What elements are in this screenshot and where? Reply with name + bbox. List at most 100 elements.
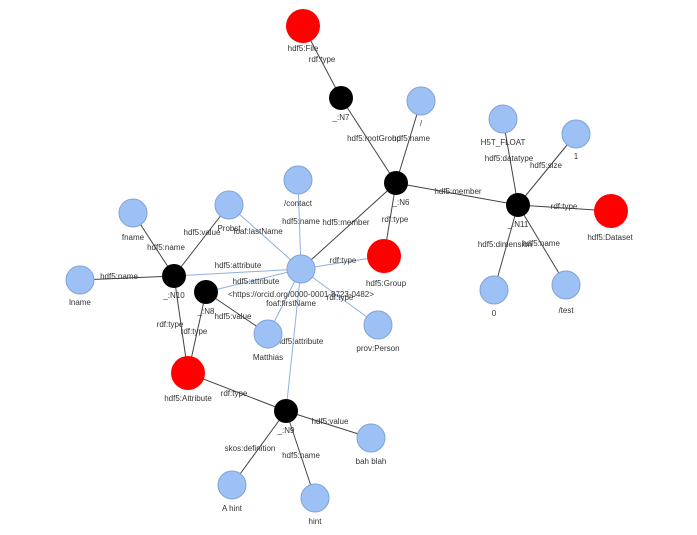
edge-label-orcid-to-provperson: rdf:type xyxy=(327,293,354,302)
edge-orcid-to-n9 xyxy=(285,268,302,412)
node-circle-h5t[interactable] xyxy=(488,104,518,134)
edge-n9-to-bahblah xyxy=(285,410,372,439)
node-label-one: 1 xyxy=(574,152,579,161)
edge-n11-to-zero xyxy=(493,204,519,291)
node-circle-n6[interactable] xyxy=(384,171,408,195)
node-circle-n8[interactable] xyxy=(194,280,218,304)
node-hdf5attribute[interactable]: hdf5:Attribute xyxy=(164,356,212,403)
node-label-n10: _:N10 xyxy=(162,291,185,300)
node-circle-fname[interactable] xyxy=(118,198,148,228)
node-label-n6: _:N6 xyxy=(392,198,410,207)
edge-label-n11-to-hdf5dataset: rdf:type xyxy=(551,202,578,211)
edge-orcid-to-contact xyxy=(297,179,302,270)
node-label-test: /test xyxy=(558,306,574,315)
node-hdf5group[interactable]: hdf5:Group xyxy=(366,239,407,288)
node-label-hint: hint xyxy=(309,517,323,526)
edge-label-n6-to-n11: hdf5:member xyxy=(434,187,481,196)
edge-label-orcid-to-contact: hdf5:name xyxy=(282,217,320,226)
node-test[interactable]: /test xyxy=(551,270,581,315)
node-provperson[interactable]: prov:Person xyxy=(356,310,400,353)
node-label-hdf5group: hdf5:Group xyxy=(366,279,407,288)
node-matthias[interactable]: Matthias xyxy=(253,319,283,362)
node-hdf5dataset[interactable]: hdf5:Dataset xyxy=(587,194,633,242)
edge-orcid-to-n10 xyxy=(173,268,302,277)
node-hint[interactable]: hint xyxy=(300,483,330,526)
edge-label-n11-to-test: hdf5:name xyxy=(522,239,560,248)
node-probst[interactable]: Probst xyxy=(214,190,244,233)
node-circle-ahint[interactable] xyxy=(217,470,247,500)
node-circle-probst[interactable] xyxy=(214,190,244,220)
edge-label-orcid-to-hdf5group: rdf:type xyxy=(330,256,357,265)
node-n9[interactable]: _:N9 xyxy=(274,399,298,435)
node-label-lname: lname xyxy=(69,298,91,307)
node-circle-n9[interactable] xyxy=(274,399,298,423)
node-one[interactable]: 1 xyxy=(561,119,591,161)
node-label-fname: fname xyxy=(122,233,145,242)
edge-labels-layer: rdf:typehdf5:rootGrouphdf5:namerdf:typeh… xyxy=(100,55,578,460)
edge-label-n9-to-hdf5attribute: rdf:type xyxy=(221,389,248,398)
node-circle-lname[interactable] xyxy=(65,265,95,295)
node-circle-n10[interactable] xyxy=(162,264,186,288)
node-lname[interactable]: lname xyxy=(65,265,95,307)
node-label-h5t: H5T_FLOAT xyxy=(481,138,526,147)
edge-label-n9-to-ahint: skos:definition xyxy=(225,444,276,453)
node-label-n9: _:N9 xyxy=(277,426,295,435)
node-contact[interactable]: /contact xyxy=(283,165,313,208)
node-circle-slash[interactable] xyxy=(406,86,436,116)
node-label-orcid: <https://orcid.org/0000-0001-8723-0482> xyxy=(228,290,374,299)
edge-label-orcid-to-n9: hdf5:attribute xyxy=(277,337,324,346)
edge-label-n6-to-slash: hdf5:name xyxy=(392,134,430,143)
node-label-hdf5attribute: hdf5:Attribute xyxy=(164,394,212,403)
node-circle-bahblah[interactable] xyxy=(356,423,386,453)
edge-n9-to-ahint xyxy=(231,410,287,486)
node-n8[interactable]: _:N8 xyxy=(194,280,218,316)
edge-label-n11-to-zero: hdf5:dimension xyxy=(478,240,532,249)
edge-label-n7-to-n6: hdf5:rootGroup xyxy=(347,134,401,143)
node-circle-hdf5dataset[interactable] xyxy=(594,194,628,228)
node-label-n8: _:N8 xyxy=(197,307,215,316)
node-circle-contact[interactable] xyxy=(283,165,313,195)
node-circle-hdf5file[interactable] xyxy=(286,9,320,43)
node-zero[interactable]: 0 xyxy=(479,275,509,318)
node-circle-matthias[interactable] xyxy=(253,319,283,349)
node-circle-n11[interactable] xyxy=(506,193,530,217)
edge-label-n8-to-hdf5attribute: rdf:type xyxy=(181,327,208,336)
node-circle-orcid[interactable] xyxy=(286,254,316,284)
node-circle-hdf5group[interactable] xyxy=(367,239,401,273)
node-circle-hint[interactable] xyxy=(300,483,330,513)
node-slash[interactable]: / xyxy=(406,86,436,128)
edge-label-n7-to-hdf5file: rdf:type xyxy=(309,55,336,64)
node-circle-provperson[interactable] xyxy=(363,310,393,340)
node-circle-one[interactable] xyxy=(561,119,591,149)
node-circle-zero[interactable] xyxy=(479,275,509,305)
node-n7[interactable]: _:N7 xyxy=(329,86,353,122)
edge-n6-to-orcid xyxy=(300,182,397,270)
edge-n11-to-one xyxy=(517,133,577,206)
edge-label-n10-to-hdf5attribute: rdf:type xyxy=(157,320,184,329)
node-label-probst: Probst xyxy=(217,224,241,233)
node-ahint[interactable]: A hint xyxy=(217,470,247,513)
edge-n10-to-probst xyxy=(173,204,230,277)
node-hdf5file[interactable]: hdf5:File xyxy=(286,9,320,53)
node-circle-test[interactable] xyxy=(551,270,581,300)
edge-n7-to-n6 xyxy=(340,97,397,184)
edge-label-orcid-to-n8: hdf5:attribute xyxy=(233,277,280,286)
node-label-hdf5dataset: hdf5:Dataset xyxy=(587,233,633,242)
node-fname[interactable]: fname xyxy=(118,198,148,242)
edge-label-n10-to-probst: hdf5:value xyxy=(184,228,221,237)
edge-label-orcid-to-matthias: foaf:firstName xyxy=(266,299,316,308)
node-orcid[interactable]: <https://orcid.org/0000-0001-8723-0482> xyxy=(228,254,374,299)
node-label-slash: / xyxy=(420,119,423,128)
node-bahblah[interactable]: bah blah xyxy=(356,423,387,466)
node-n10[interactable]: _:N10 xyxy=(162,264,186,300)
edge-label-orcid-to-probst: foaf:lastName xyxy=(233,227,283,236)
node-label-provperson: prov:Person xyxy=(356,344,399,353)
node-n11[interactable]: _:N11 xyxy=(506,193,530,229)
node-label-hdf5file: hdf5:File xyxy=(288,44,319,53)
edge-label-n6-to-orcid: hdf5:member xyxy=(322,218,369,227)
node-n6[interactable]: _:N6 xyxy=(384,171,410,207)
node-circle-hdf5attribute[interactable] xyxy=(171,356,205,390)
node-circle-n7[interactable] xyxy=(329,86,353,110)
node-h5t[interactable]: H5T_FLOAT xyxy=(481,104,526,147)
